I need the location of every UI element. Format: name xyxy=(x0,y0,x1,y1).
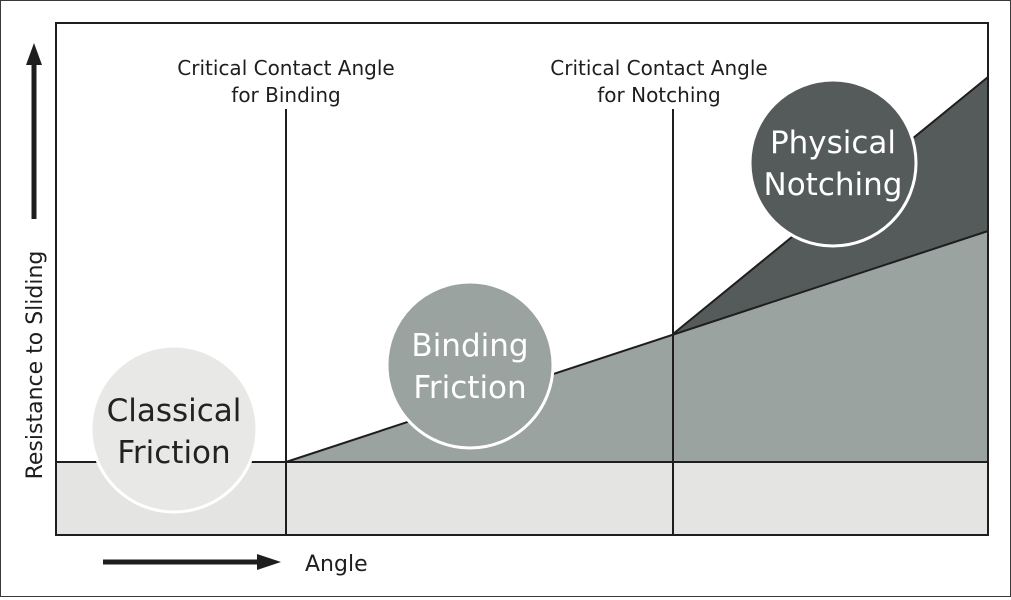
classical-friction-label-line2: Friction xyxy=(117,435,230,471)
classical-friction-label-line1: Classical xyxy=(107,393,242,429)
binding-threshold-label-line1: Critical Contact Angle xyxy=(177,56,394,80)
x-axis-label: Angle xyxy=(305,552,368,577)
binding-threshold-label-line2: for Binding xyxy=(231,83,340,107)
notching-threshold-label-line2: for Notching xyxy=(597,83,721,107)
binding-friction-label-line1: Binding xyxy=(411,328,528,364)
physical-notching-label-line1: Physical xyxy=(770,125,896,161)
plot-border xyxy=(55,22,989,536)
binding-friction-label-line2: Friction xyxy=(413,370,526,406)
y-axis-label: Resistance to Sliding xyxy=(23,251,48,480)
notching-threshold-label-line1: Critical Contact Angle xyxy=(550,56,767,80)
binding-friction-circle xyxy=(385,280,555,450)
classical-friction-circle xyxy=(89,344,259,514)
binding-slope-line xyxy=(285,230,989,463)
y-axis-arrow xyxy=(26,43,42,219)
physical-notching-label-line2: Notching xyxy=(764,167,903,203)
physical-notching-circle xyxy=(748,78,918,248)
x-axis-arrow xyxy=(103,554,281,570)
